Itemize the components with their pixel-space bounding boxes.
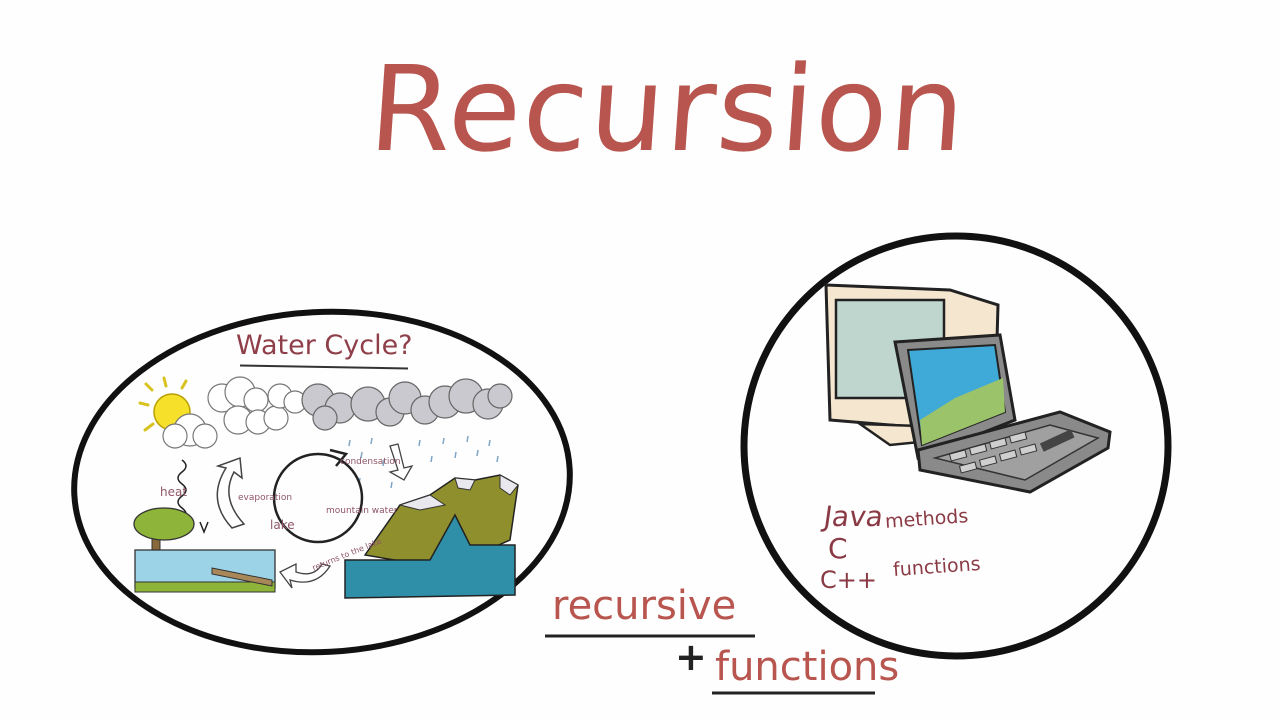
evaporation-label: evaporation [238, 493, 293, 503]
rain [348, 435, 499, 489]
touchpad [1039, 429, 1075, 452]
condensation-label: condensation [340, 457, 401, 467]
recursive-word: recursive [552, 583, 737, 629]
water-cycle-oval [71, 308, 573, 656]
lake-label: lake [270, 518, 295, 532]
rain-down-arrow [388, 443, 414, 481]
java-label: Java [821, 500, 886, 533]
computer-circle [740, 232, 1172, 660]
dock [211, 567, 273, 587]
mountain-water [344, 513, 516, 599]
white-clouds [162, 376, 307, 449]
functions-word: functions [715, 644, 900, 690]
return-arrow [279, 562, 332, 589]
water-cycle-title: Water Cycle? [236, 330, 413, 361]
grey-clouds [301, 378, 513, 431]
tree-canopy [133, 507, 195, 541]
water-cycle-drawing [133, 376, 519, 599]
computer-drawing [824, 283, 1112, 494]
heat-label: heat [160, 485, 188, 499]
mountain-water-label: mountain water [326, 506, 398, 516]
cycle-circle [272, 452, 364, 544]
cpp-label: C++ [820, 566, 877, 594]
heat-arrow [177, 459, 188, 525]
plus-sign: + [675, 635, 707, 679]
evaporation-arrow [215, 456, 246, 529]
c-label: C [828, 532, 848, 565]
